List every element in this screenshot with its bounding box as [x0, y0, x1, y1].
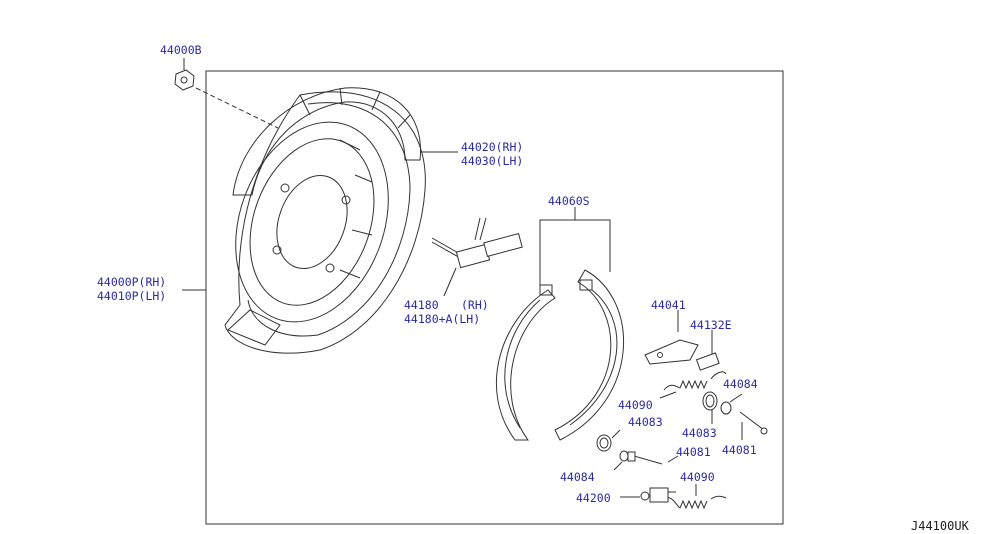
- label-44090-lower: 44090: [680, 470, 715, 484]
- washer-parts[interactable]: [613, 393, 743, 471]
- diagram-frame: [205, 70, 784, 525]
- label-44090-upper: 44090: [618, 398, 653, 412]
- backing-plate-part[interactable]: [182, 91, 426, 354]
- lever-part[interactable]: [644, 310, 699, 365]
- label-44132e: 44132E: [690, 318, 732, 332]
- label-44084-left: 44084: [560, 470, 595, 484]
- label-44010p: 44010P(LH): [97, 289, 166, 303]
- dust-shield-part[interactable]: [232, 87, 458, 196]
- label-44081-right: 44081: [722, 443, 757, 457]
- clip-part[interactable]: [620, 487, 676, 503]
- label-44081-left: 44081: [676, 445, 711, 459]
- label-44180a: 44180+A(LH): [404, 312, 480, 326]
- label-44200: 44200: [576, 491, 611, 505]
- spring-parts[interactable]: [659, 371, 727, 510]
- retaining-spring-parts[interactable]: [596, 391, 718, 452]
- brake-shoes-part[interactable]: [495, 207, 625, 441]
- strut-part[interactable]: [695, 330, 720, 371]
- label-44020: 44020(RH): [461, 140, 523, 154]
- label-44000p: 44000P(RH): [97, 275, 166, 289]
- label-44041: 44041: [651, 298, 686, 312]
- label-44060s: 44060S: [548, 194, 590, 208]
- adjuster-part[interactable]: [431, 217, 523, 297]
- label-44083-right: 44083: [682, 426, 717, 440]
- diagram-code: J44100UK: [911, 519, 970, 533]
- label-44180-rh: (RH): [461, 298, 489, 312]
- nut-part[interactable]: [174, 58, 279, 129]
- label-44083-left: 44083: [628, 415, 663, 429]
- label-44000b: 44000B: [160, 43, 202, 57]
- label-44180: 44180: [404, 298, 439, 312]
- pin-parts[interactable]: [627, 411, 768, 465]
- label-44084-right: 44084: [723, 377, 758, 391]
- label-44030: 44030(LH): [461, 154, 523, 168]
